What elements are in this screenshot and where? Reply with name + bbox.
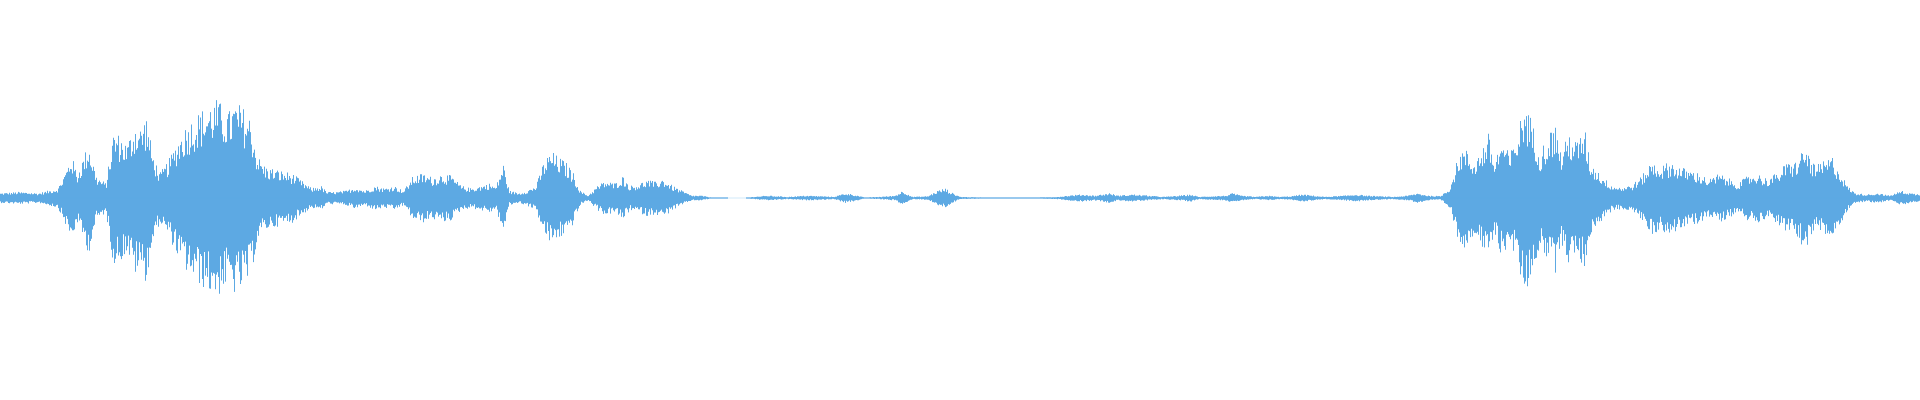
waveform-lines xyxy=(0,100,1920,294)
waveform-path xyxy=(0,100,1920,294)
